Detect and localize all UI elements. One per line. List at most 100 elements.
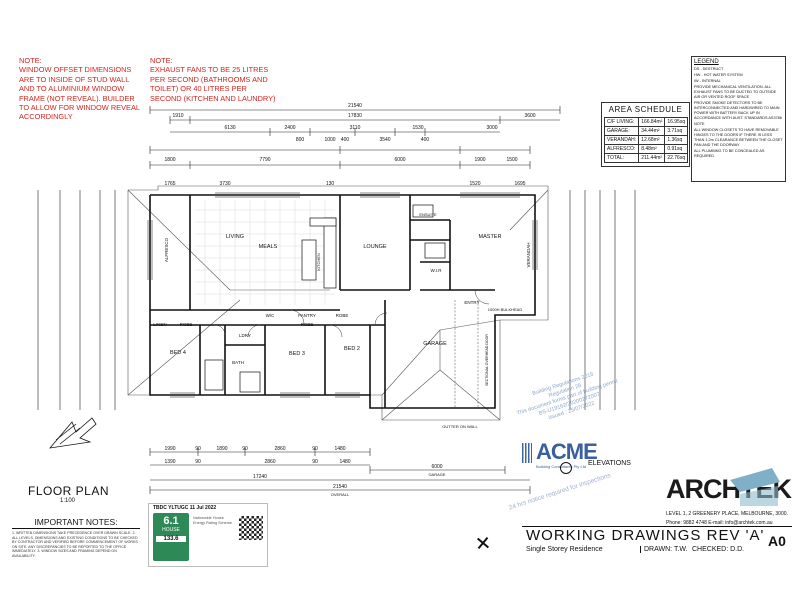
dim-label: 1900 <box>474 157 485 163</box>
rating-badge: 6.1 HOUSE 133.6 <box>153 513 189 561</box>
dim-second-top: 17830 <box>348 113 362 119</box>
acme-mark-icon <box>522 443 532 463</box>
exhaust-fans-note: NOTE: EXHAUST FANS TO BE 25 LITRES PER S… <box>150 56 276 103</box>
energy-rating-certificate: TBDC YLTUGC 11 Jul 2022 6.1 HOUSE 133.6 … <box>148 503 268 567</box>
dim-garage-label: GARAGE <box>428 472 445 477</box>
legend-item: PROVIDE SMOKE DETECTORS TO BE INTERCONNE… <box>694 101 782 120</box>
room-verandah: VERANDAH <box>526 242 531 267</box>
room-linen: LINEN <box>153 322 166 327</box>
room-garage: GARAGE <box>423 341 447 347</box>
floor-plan-scale: 1:100 <box>60 498 76 504</box>
dim-label: 2860 <box>264 459 275 465</box>
room-robe-2: ROBE <box>301 322 314 327</box>
acme-stamp: ACME Building Consultants Pty Ltd <box>522 437 598 477</box>
dim-label: 90 <box>312 459 318 465</box>
archtek-roof-icon <box>730 468 780 506</box>
floor-plan-title: FLOOR PLAN <box>28 484 110 498</box>
legend-item: IW - INTERNAL <box>694 79 721 84</box>
dim-label: 1695 <box>514 181 525 187</box>
dim-label: 130 <box>326 181 335 187</box>
dim-label: 1530 <box>412 125 423 131</box>
room-alfresco: ALFRESCO <box>164 237 169 262</box>
room-wc: W/C <box>266 313 275 318</box>
dim-label: 3540 <box>379 137 390 143</box>
room-kitchen: KITCHEN <box>316 253 321 271</box>
acme-logo-text: ACME <box>536 439 598 464</box>
legend-item: PROVIDE MECHANICAL VENTILATION. ALL EXHA… <box>694 85 777 99</box>
legend-item: DS - DESTRUCT <box>694 66 724 71</box>
dim-overall-top: 21540 <box>348 103 362 109</box>
legend-item: HW - HOT WATER SYSTEM <box>694 72 743 77</box>
dim-label: 1480 <box>339 459 350 465</box>
important-notes-body: 1. WRITTEN DIMENSIONS TAKE PRECEDENCE OV… <box>12 531 138 558</box>
title-block: WORKING DRAWINGS REV 'A' Single Storey R… <box>522 526 792 557</box>
legend-item: NOTE <box>694 121 705 126</box>
rating-stars: 6.1 <box>163 515 179 527</box>
legend-title: LEGEND <box>694 59 719 65</box>
archtek-logo: ARCHTEK <box>666 468 792 510</box>
bulkhead-label: 1000H BULKHEAD <box>488 307 523 312</box>
room-wir: W.I.R <box>431 268 443 273</box>
dim-label: 3000 <box>486 125 497 131</box>
dim-label: 3110 <box>350 125 361 131</box>
room-bed-4: BED 4 <box>170 350 186 356</box>
dim-label: 90 <box>312 446 318 452</box>
dim-label: 1520 <box>469 181 480 187</box>
dim-label: 1500 <box>506 157 517 163</box>
room-pantry: PANTRY <box>298 313 316 318</box>
room-lounge: LOUNGE <box>363 244 387 250</box>
room-ensuite: ENSUITE <box>419 212 437 217</box>
dim-left-top: 1910 <box>172 113 183 119</box>
room-bed-2: BED 2 <box>344 346 360 352</box>
room-master: MASTER <box>479 234 502 240</box>
dim-label: 6130 <box>224 125 235 131</box>
dim-label: 2400 <box>284 125 295 131</box>
dim-label: 1480 <box>334 446 345 452</box>
room-robe-3: ROBE <box>336 313 349 318</box>
dim-overall-bottom-label: OVERALL <box>331 492 350 497</box>
room-living: LIVING <box>226 234 244 240</box>
rating-qr-icon <box>239 516 263 540</box>
dim-label: 3730 <box>219 181 230 187</box>
room-bath: BATH <box>232 360 244 365</box>
area-cell-name: TOTAL: <box>603 153 640 163</box>
dim-label: 1890 <box>216 446 227 452</box>
dim-label: 7790 <box>259 157 270 163</box>
dim-garage: 6000 <box>431 464 442 470</box>
compass-icon <box>476 536 490 550</box>
project-name: Single Storey Residence <box>526 546 603 553</box>
dim-label: 90 <box>242 446 248 452</box>
dim-overall-bottom: 21540 <box>333 484 347 490</box>
rating-header: TBDC YLTUGC 11 Jul 2022 <box>153 505 217 511</box>
working-drawings-title: WORKING DRAWINGS REV 'A' <box>526 527 765 544</box>
room-robe-1: ROBE <box>180 322 193 327</box>
sectional-door-label: SECTIONAL OVERHEAD DOOR <box>485 334 489 386</box>
area-cell-sq: 22.76sq <box>664 153 689 163</box>
dim-total-low: 17240 <box>253 474 267 480</box>
checked-by: CHECKED: D.D. <box>692 546 745 553</box>
room-meals: MEALS <box>259 244 278 250</box>
dim-label: 90 <box>195 446 201 452</box>
rating-side-text: Nationwide House Energy Rating Scheme <box>193 516 233 525</box>
dim-label: 1390 <box>164 459 175 465</box>
elevation-marker-icon <box>560 462 572 474</box>
window-offset-note: NOTE: WINDOW OFFSET DIMENSIONS ARE TO IN… <box>19 56 140 122</box>
gutter-note: GUTTER ON WALL <box>442 424 478 429</box>
dim-label: 1990 <box>164 446 175 452</box>
room-ldry: LDRY <box>239 333 251 338</box>
dim-right-top: 3600 <box>524 113 535 119</box>
dim-label: 400 <box>341 137 350 143</box>
dim-label: 800 <box>296 137 305 143</box>
legend-item: ALL PLUMBING TO BE CONCEALED AS REQUIRED… <box>694 148 765 158</box>
room-bed-3: BED 3 <box>289 351 305 357</box>
archtek-address: LEVEL 1, 2 GREENERY PLACE, MELBOURNE, 30… <box>666 511 788 517</box>
legend-item: ALL WINDOW CLOSETS TO HAVE REMOVABLE HIN… <box>694 128 783 147</box>
dim-label: 90 <box>195 459 201 465</box>
elevations-reference: ELEVATIONS <box>588 460 631 467</box>
